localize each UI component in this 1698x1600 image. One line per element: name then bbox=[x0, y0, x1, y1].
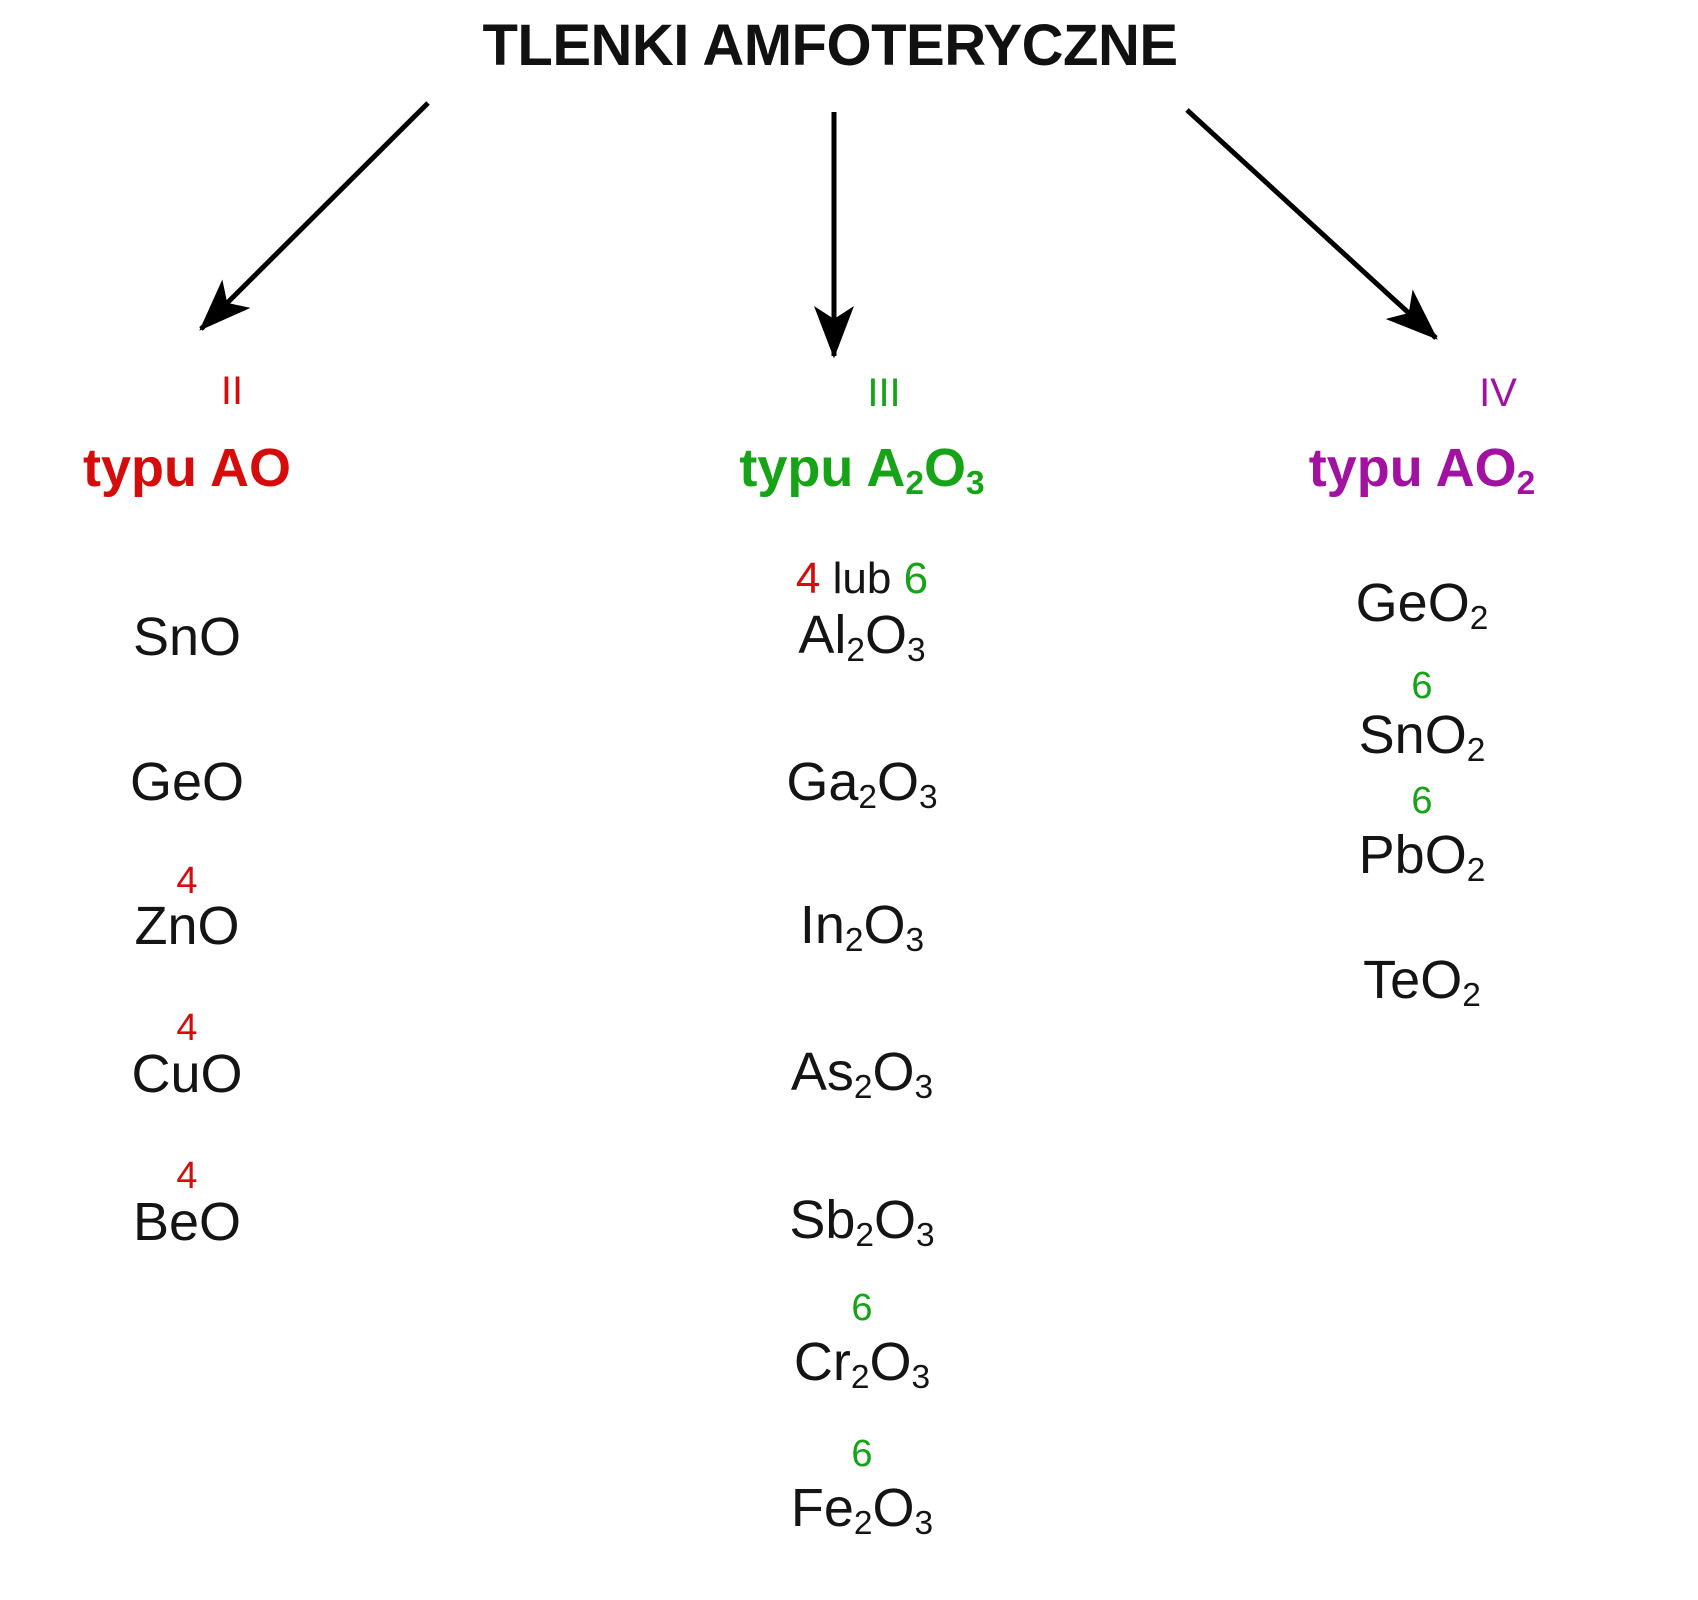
formula-cuo: CuO bbox=[131, 1044, 243, 1104]
ox-label: 6 bbox=[851, 1287, 873, 1329]
ox-label: 6 bbox=[851, 1433, 873, 1475]
formula-pbo2: PbO2 bbox=[1358, 825, 1486, 890]
formula-as2o3: As2O3 bbox=[790, 1042, 934, 1107]
column-typu-AO2: IV typu AO2 GeO2 6 SnO2 6 PbO2 TeO2 bbox=[1272, 0, 1572, 1600]
formula-ga2o3: Ga2O3 bbox=[786, 752, 938, 817]
valence-note-4-lub-6: 4 lub 6 bbox=[795, 554, 929, 603]
formula-zno: ZnO bbox=[134, 896, 240, 956]
oxidation-numeral-II: II bbox=[220, 369, 244, 413]
formula-sno: SnO bbox=[132, 607, 242, 667]
oxidation-numeral-III: III bbox=[867, 371, 901, 415]
arrow-right-branch bbox=[1185, 108, 1438, 340]
ox-label: 4 bbox=[176, 1007, 198, 1049]
formula-al2o3: Al2O3 bbox=[798, 605, 926, 670]
diagram-title: TLENKI AMFOTERYCZNE bbox=[482, 13, 1178, 78]
type-label-A2O3: typu A2O3 bbox=[739, 438, 985, 503]
formula-cr2o3: Cr2O3 bbox=[793, 1332, 931, 1397]
formula-in2o3: In2O3 bbox=[799, 895, 925, 960]
formula-teo2: TeO2 bbox=[1363, 950, 1481, 1015]
formula-geo2: GeO2 bbox=[1355, 573, 1489, 638]
formula-sb2o3: Sb2O3 bbox=[789, 1190, 935, 1255]
ox-label: 4 bbox=[176, 1155, 198, 1197]
formula-geo: GeO bbox=[129, 752, 245, 812]
formula-beo: BeO bbox=[132, 1192, 242, 1252]
ox-label: 4 bbox=[176, 860, 198, 902]
column-typu-AO: II typu AO SnO GeO 4 ZnO 4 CuO 4 BeO bbox=[37, 0, 337, 1600]
formula-fe2o3: Fe2O3 bbox=[790, 1478, 934, 1543]
ox-label: 6 bbox=[1411, 665, 1433, 707]
formula-sno2: SnO2 bbox=[1358, 705, 1486, 770]
ox-label: 6 bbox=[1411, 780, 1433, 822]
column-typu-A2O3: III typu A2O3 4 lub 6 Al2O3 Ga2O3 In2O3 … bbox=[712, 0, 1012, 1600]
type-label-AO: typu AO bbox=[83, 438, 291, 498]
arrow-left-branch bbox=[199, 101, 430, 331]
oxidation-numeral-IV: IV bbox=[1479, 371, 1517, 415]
type-label-AO2: typu AO2 bbox=[1308, 438, 1536, 503]
